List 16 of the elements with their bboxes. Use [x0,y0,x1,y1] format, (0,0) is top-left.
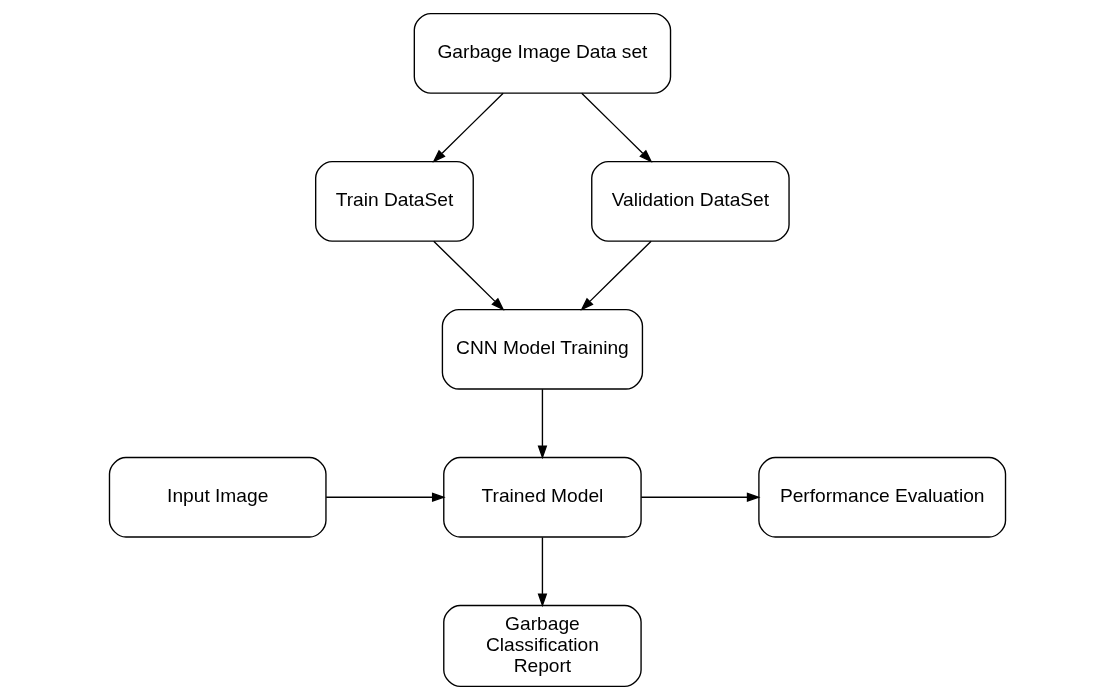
node-box: Input Image [108,456,327,538]
node-box: Garbage Image Data set [413,12,672,94]
arrow [432,92,504,163]
arrow [580,240,652,311]
arrow [433,240,505,311]
node-box: Garbage Classification Report [443,604,642,688]
node-box: Performance Evaluation [758,456,1007,538]
node-box: Validation DataSet [591,160,790,242]
node-box: Train DataSet [315,160,474,242]
node-box: CNN Model Training [441,308,644,390]
arrow [537,536,548,608]
arrow [537,388,548,460]
node-box: Trained Model [443,456,642,538]
arrow [325,492,446,503]
arrow [581,92,653,163]
arrow [640,492,761,503]
